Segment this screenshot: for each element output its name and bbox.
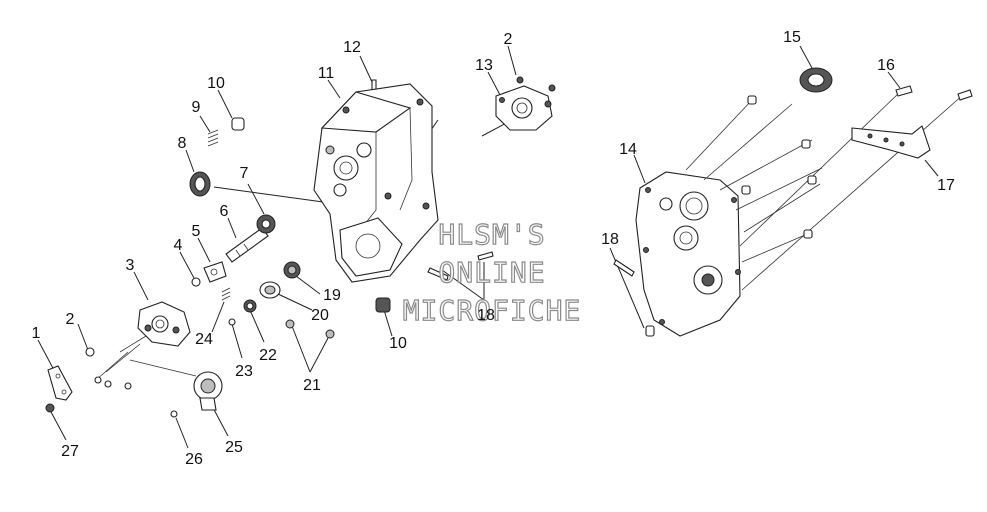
part-13-cover-plate bbox=[495, 76, 556, 131]
part-27-nut bbox=[45, 403, 55, 413]
callout-12: 12 bbox=[343, 39, 361, 56]
leader-lines bbox=[37, 45, 939, 449]
callout-18-right: 18 bbox=[601, 231, 619, 248]
part-3-oil-pump-housing bbox=[94, 301, 191, 390]
callout-18-center: 18 bbox=[477, 307, 495, 324]
part-10-plug-upper bbox=[231, 117, 245, 131]
callout-21: 21 bbox=[303, 377, 321, 394]
callout-8: 8 bbox=[178, 135, 187, 152]
watermark-line-1: HLSM'S bbox=[438, 218, 545, 251]
watermark-line-3: MICROFICHE bbox=[403, 294, 582, 327]
part-18-pin-center bbox=[427, 251, 494, 281]
part-4-washer bbox=[191, 277, 201, 287]
callout-27: 27 bbox=[61, 443, 79, 460]
callout-5: 5 bbox=[192, 223, 201, 240]
part-25-drum bbox=[129, 359, 223, 411]
callout-2-left: 2 bbox=[66, 311, 75, 328]
part-5-lever bbox=[203, 261, 227, 283]
part-16-bolt bbox=[895, 85, 973, 101]
callout-17: 17 bbox=[937, 177, 955, 194]
callout-10-lower: 10 bbox=[389, 335, 407, 352]
callout-16: 16 bbox=[877, 57, 895, 74]
part-10-plug-lower bbox=[375, 297, 391, 313]
callout-4: 4 bbox=[174, 237, 183, 254]
callout-25: 25 bbox=[225, 439, 243, 456]
part-17-bracket bbox=[851, 125, 931, 159]
part-23-washer bbox=[228, 318, 236, 326]
part-15-seal bbox=[799, 67, 833, 93]
callout-1: 1 bbox=[32, 325, 41, 342]
watermark-line-2: ONLINE bbox=[438, 256, 545, 289]
callout-24: 24 bbox=[195, 331, 213, 348]
part-7-gear bbox=[256, 214, 276, 234]
part-21-nuts bbox=[285, 319, 335, 339]
callout-labels: 1 2 2 3 4 5 6 7 8 9 10 10 11 12 13 14 15… bbox=[32, 29, 955, 468]
part-8-seal bbox=[189, 171, 211, 197]
callout-20: 20 bbox=[311, 307, 329, 324]
part-long-bolts bbox=[685, 91, 965, 291]
part-2-screw-left bbox=[85, 347, 95, 357]
callout-23: 23 bbox=[235, 363, 253, 380]
part-22-gear-small bbox=[243, 299, 257, 313]
watermark: HLSM'S ONLINE MICROFICHE bbox=[402, 217, 582, 327]
part-14-gearcase-cover bbox=[635, 171, 741, 337]
callout-2-right: 2 bbox=[504, 31, 513, 48]
callout-13: 13 bbox=[475, 57, 493, 74]
callout-15: 15 bbox=[783, 29, 801, 46]
part-19-gear bbox=[283, 261, 301, 279]
part-11-gearcase bbox=[313, 83, 439, 283]
part-18-pin-right bbox=[613, 259, 655, 337]
callout-26: 26 bbox=[185, 451, 203, 468]
callout-6: 6 bbox=[220, 203, 229, 220]
callout-22: 22 bbox=[259, 347, 277, 364]
callout-7: 7 bbox=[240, 165, 249, 182]
callout-10-upper: 10 bbox=[207, 75, 225, 92]
part-9-spring bbox=[207, 129, 219, 147]
callout-9: 9 bbox=[192, 99, 201, 116]
callout-3: 3 bbox=[126, 257, 135, 274]
part-6-shaft bbox=[225, 227, 269, 263]
part-26-screw bbox=[170, 410, 178, 418]
part-24-spring bbox=[221, 287, 231, 301]
part-20-bearing bbox=[259, 281, 281, 299]
callout-14: 14 bbox=[619, 141, 637, 158]
part-1-bracket bbox=[47, 365, 73, 401]
callout-19: 19 bbox=[323, 287, 341, 304]
callout-11: 11 bbox=[318, 65, 335, 82]
part-12-pin bbox=[371, 79, 377, 91]
